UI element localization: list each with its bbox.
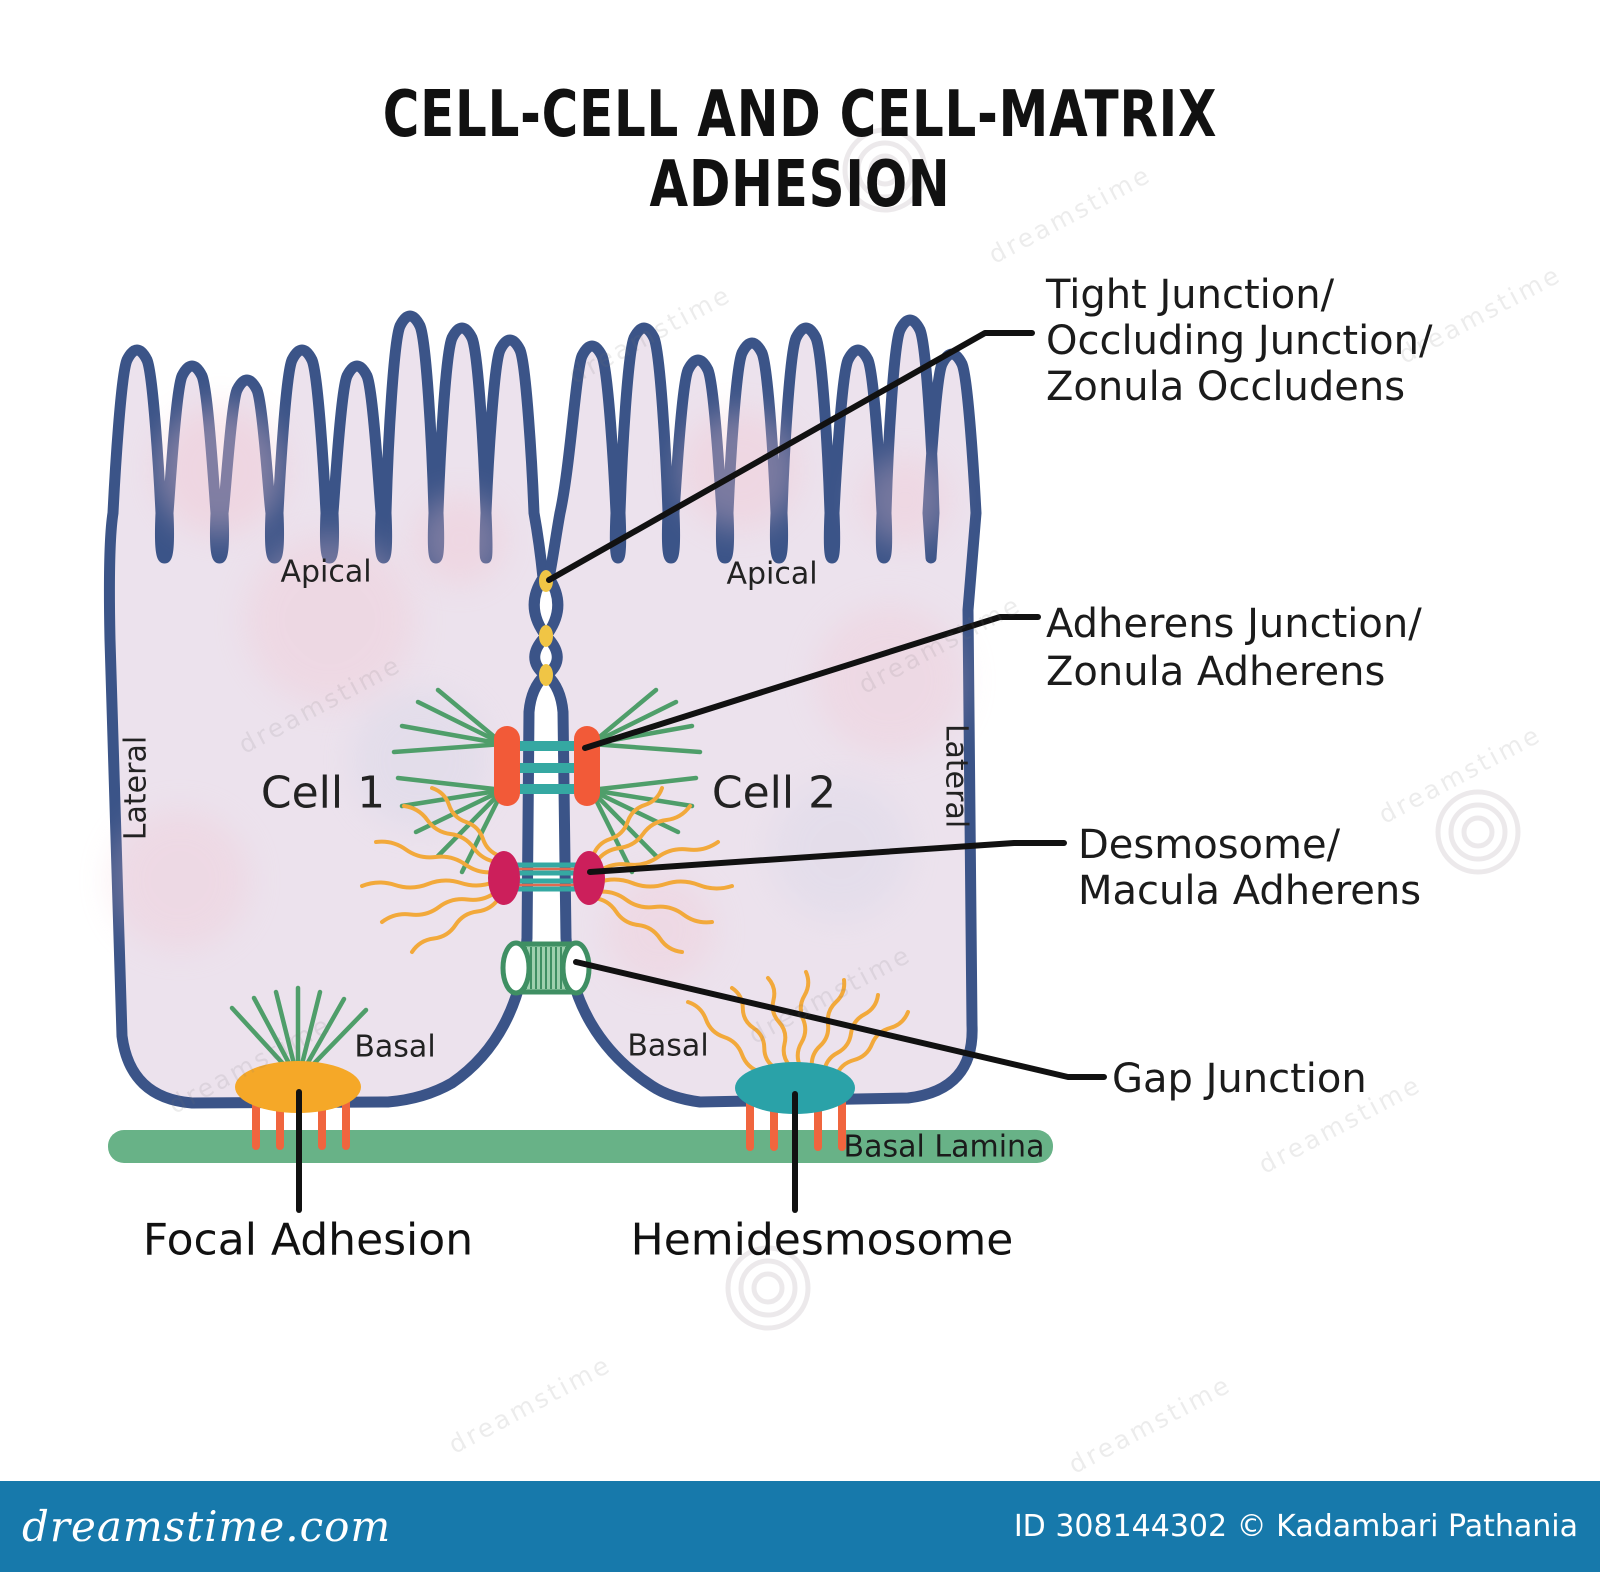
gap-junction-channel	[500, 940, 592, 996]
desmosome-plaque-left	[488, 851, 520, 905]
adherens-leader-line	[582, 614, 1041, 751]
page-title: CELL-CELL AND CELL-MATRIX ADHESION	[176, 80, 1424, 220]
title-line-1: CELL-CELL AND CELL-MATRIX	[382, 78, 1218, 152]
desmosome-plaque-right	[573, 851, 605, 905]
label-desmosome: Desmosome/ Macula Adherens	[1078, 822, 1422, 914]
label-gap-junction: Gap Junction	[1112, 1056, 1367, 1102]
desmosome-keratin-filaments	[360, 786, 734, 954]
tight-junction-leader-line	[546, 330, 1035, 583]
label-lateral-right: Lateral	[938, 723, 974, 829]
label-adherens-junction: Adherens Junction/ Zonula Adherens	[1046, 601, 1422, 695]
cytoplasm-texture	[110, 405, 965, 985]
hemidesmosome-plaque	[735, 1062, 855, 1114]
label-cell-1: Cell 1	[260, 767, 386, 819]
leader-lines	[296, 330, 1107, 1213]
label-tight-junction: Tight Junction/ Occluding Junction/ Zonu…	[1046, 272, 1433, 410]
label-apical-cell2: Apical	[726, 556, 818, 592]
label-lateral-left: Lateral	[118, 735, 154, 841]
label-basal-cell2: Basal	[627, 1028, 709, 1064]
gap-junction-leader-line	[573, 959, 1107, 1080]
desmosome-leader-line	[587, 840, 1067, 875]
label-cell-2: Cell 2	[711, 767, 837, 819]
label-basal-lamina: Basal Lamina	[843, 1129, 1045, 1165]
watermark-spiral-icons	[725, 127, 1521, 1331]
image-credit: ID 308144302 © Kadambari Pathania	[1013, 1509, 1578, 1544]
hemidesmosome-keratin-filaments	[686, 970, 910, 1078]
label-focal-adhesion: Focal Adhesion	[142, 1214, 474, 1266]
label-apical-cell1: Apical	[280, 554, 372, 590]
title-line-2: ADHESION	[649, 148, 951, 222]
label-hemidesmosome: Hemidesmosome	[630, 1214, 1014, 1266]
dreamstime-logo: dreamstime.com	[22, 1502, 392, 1551]
label-basal-cell1: Basal	[354, 1029, 436, 1065]
focal-adhesion-plaque	[235, 1061, 361, 1113]
watermark-bar: dreamstime.com ID 308144302 © Kadambari …	[0, 1481, 1600, 1572]
desmosome-junction	[360, 786, 734, 954]
cadherin-plaque-left	[494, 726, 520, 806]
tight-junction	[539, 570, 553, 686]
cadherin-plaque-right	[574, 726, 600, 806]
